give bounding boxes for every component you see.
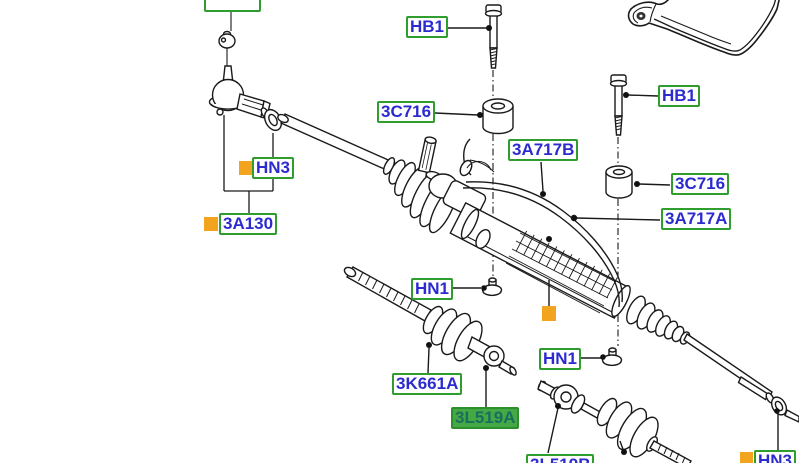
marker-hn3-left: [239, 161, 252, 175]
jam-nut-left: [260, 107, 283, 132]
heat-shield: [627, 0, 780, 56]
tie-rod-right: [683, 332, 773, 401]
bushing-right: [605, 165, 633, 199]
label-hb1-right[interactable]: HB1: [658, 85, 701, 107]
label-hn1-left[interactable]: HN1: [411, 278, 454, 300]
label-hn3-left[interactable]: HN3: [252, 157, 295, 179]
fastener-hn1-right: [601, 347, 623, 367]
label-hb1-top[interactable]: HB1: [406, 16, 449, 38]
tie-rod-end: [208, 65, 271, 120]
label-3l519a[interactable]: 3L519A: [451, 407, 520, 429]
jam-nut-right: [765, 392, 799, 423]
ball-socket: [467, 335, 517, 376]
label-top-partial[interactable]: [204, 0, 261, 12]
inner-tie-rod: [343, 266, 483, 362]
bushing-left: [482, 98, 514, 135]
label-3k661a[interactable]: 3K661A: [392, 373, 463, 395]
label-3a717a[interactable]: 3A717A: [661, 208, 732, 230]
label-3c716-left[interactable]: 3C716: [377, 101, 436, 123]
label-3a130[interactable]: 3A130: [219, 213, 278, 235]
leader-dots: [426, 25, 780, 455]
marker-rack: [542, 306, 556, 321]
leader-lines: [427, 27, 779, 454]
marker-3a130: [204, 217, 218, 231]
steering-rack: [449, 201, 631, 320]
label-hn1-right[interactable]: HN1: [539, 348, 582, 370]
marker-hn3-bottom: [740, 452, 753, 463]
bolt-left: [484, 4, 503, 69]
axle-assembly: [537, 380, 692, 463]
rack-boot-right: [626, 295, 691, 345]
bolt-right: [609, 74, 628, 136]
label-hn3-bottom[interactable]: HN3: [754, 450, 797, 463]
castle-nut: [218, 8, 236, 66]
label-3l519b[interactable]: 3L519B: [526, 454, 595, 463]
label-3a717b[interactable]: 3A717B: [508, 139, 579, 161]
hydraulic-pipes: [462, 159, 623, 308]
label-3c716-right[interactable]: 3C716: [671, 173, 730, 195]
